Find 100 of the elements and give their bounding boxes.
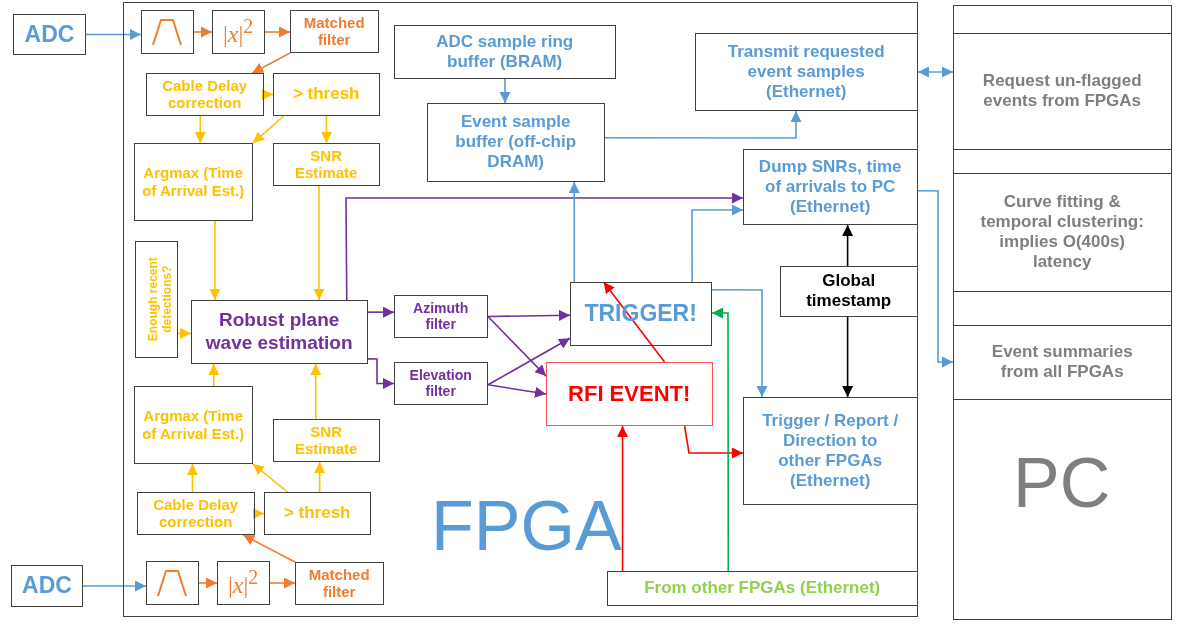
process-label: Matched filter	[307, 565, 371, 601]
process-box	[393, 294, 488, 338]
arrow	[345, 192, 744, 301]
arrow	[917, 66, 954, 78]
process-box	[952, 32, 1172, 150]
process-box	[272, 418, 380, 462]
arrow	[604, 110, 802, 139]
arrow	[253, 508, 265, 519]
event-box	[545, 361, 713, 426]
process-box	[393, 24, 616, 79]
arrow	[177, 327, 192, 339]
process-label: ADC	[23, 20, 76, 49]
arrow	[252, 463, 289, 493]
arrow	[314, 461, 326, 493]
process-label: Global timestamp	[805, 271, 893, 312]
process-label: Curve fitting & temporal clustering: implies O(400s) latency	[979, 192, 1145, 273]
arrow	[269, 577, 296, 589]
arrow	[568, 181, 580, 283]
process-label: Event sample buffer (off-chip DRAM)	[454, 112, 578, 173]
arrow	[842, 224, 854, 267]
process-label: Elevation filter	[408, 366, 473, 400]
arrow	[198, 577, 218, 589]
arrow	[842, 316, 854, 398]
process-box	[145, 72, 264, 116]
process-label: Cable Delay correction	[161, 76, 249, 112]
process-box	[952, 172, 1172, 292]
process-label: From other FPGAs (Ethernet)	[643, 578, 882, 599]
process-label: Dump SNRs, time of arrivals to PC (Ethernet)	[757, 156, 903, 217]
arrow	[251, 52, 291, 74]
process-label: Trigger / Report / Direction to other FPGAs (Ethernet)	[761, 410, 900, 491]
arrow	[208, 363, 220, 387]
filter-box	[145, 560, 199, 605]
arrow	[367, 358, 395, 389]
math-box	[216, 560, 270, 605]
process-label: Transmit requested event samples (Ethernet)	[726, 41, 886, 102]
process-box	[133, 142, 253, 221]
arrow	[487, 337, 571, 386]
process-label: SNR Estimate	[293, 422, 359, 458]
process-box	[289, 9, 379, 53]
arrow	[85, 29, 142, 40]
process-label: SNR Estimate	[293, 146, 359, 182]
process-box	[742, 148, 918, 225]
process-box	[294, 561, 384, 605]
math-box	[211, 9, 265, 54]
process-box	[133, 385, 253, 464]
process-label: Matched filter	[302, 13, 366, 49]
arrow	[264, 26, 291, 38]
process-box	[779, 265, 918, 317]
process-box	[134, 240, 178, 358]
process-label: Enough recent detections?	[146, 256, 175, 344]
process-box	[393, 361, 488, 405]
arrow	[194, 115, 206, 144]
process-label: > thresh	[282, 503, 352, 524]
process-box	[272, 72, 380, 116]
process-box	[136, 491, 255, 535]
arrow	[691, 204, 744, 283]
process-label: RFI EVENT!	[567, 380, 692, 407]
arrow	[487, 309, 571, 321]
process-label: Request un-flagged events from FPGAs	[981, 71, 1143, 112]
process-label: > thresh	[291, 84, 361, 105]
process-box	[190, 299, 368, 364]
process-label: Cable Delay correction	[152, 495, 240, 531]
process-box	[952, 324, 1172, 400]
arrow	[711, 288, 768, 398]
process-label: Event summaries from all FPGAs	[990, 342, 1134, 383]
arrow	[917, 190, 954, 368]
process-box	[263, 491, 371, 535]
arrow	[487, 315, 547, 377]
math-formula: |x|$^{2}$	[222, 15, 255, 49]
arrow	[310, 363, 322, 420]
arrow	[487, 384, 547, 398]
arrow	[313, 185, 325, 301]
arrow	[193, 26, 213, 38]
math-formula: |x|$^{2}$	[227, 566, 260, 600]
process-label: ADC	[21, 572, 73, 600]
process-label: Argmax (Time of Arrival Est.)	[141, 407, 246, 443]
process-label: ADC sample ring buffer (BRAM)	[435, 31, 575, 72]
arrow	[252, 115, 285, 144]
process-box	[694, 32, 918, 111]
arrow	[499, 78, 511, 104]
process-label: Robust plane wave estimation	[204, 309, 354, 355]
arrow	[209, 220, 221, 301]
process-box	[426, 102, 605, 182]
process-label: Azimuth filter	[412, 299, 470, 333]
panel-title: FPGA	[431, 491, 622, 561]
panel-title: PC	[1013, 448, 1111, 518]
arrow	[367, 306, 395, 318]
arrow	[617, 425, 629, 572]
arrow	[711, 307, 730, 572]
arrow	[262, 89, 274, 100]
process-label: Argmax (Time of Arrival Est.)	[141, 164, 246, 200]
pc-panel	[953, 5, 1172, 620]
process-box	[272, 142, 380, 186]
process-box	[742, 396, 918, 505]
adc-box	[13, 14, 86, 55]
adc-box	[11, 565, 83, 607]
input-box	[606, 570, 918, 606]
arrow	[242, 534, 296, 563]
fpga-panel	[123, 2, 918, 617]
arrow	[186, 463, 198, 493]
